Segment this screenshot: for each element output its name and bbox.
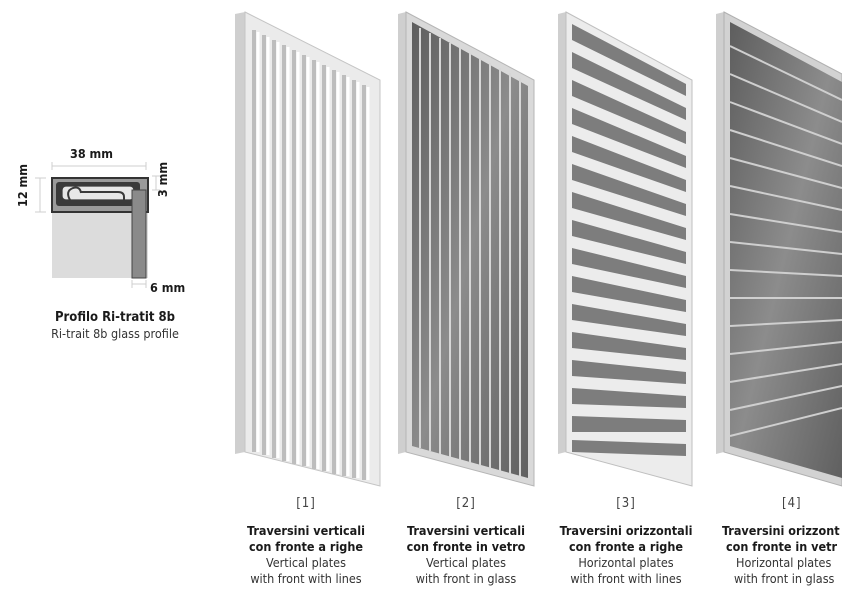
- width-dimension-label: 38 mm: [70, 146, 113, 161]
- panels-illustration: [235, 11, 842, 487]
- panel-1-vertical-white: [235, 11, 381, 487]
- panel-1-number: [1]: [296, 496, 316, 511]
- profile-section: 38 mm 12 mm 3 mm 6 mm Profilo Ri-tratit …: [0, 0, 230, 360]
- panel-3-title-en-2: with front with lines: [570, 571, 682, 586]
- panel-4-title-en: Horizontal plates: [736, 555, 832, 570]
- panel-3-number: [3]: [616, 496, 636, 511]
- panel-4-title-it: Traversini orizzont: [722, 523, 840, 538]
- panel-2-number: [2]: [456, 496, 476, 511]
- profile-title: Profilo Ri-tratit 8b: [54, 310, 176, 325]
- panel-3-title-it: Traversini orizzontali: [559, 523, 693, 538]
- panel-1-title-it-2: con fronte a righe: [249, 539, 363, 554]
- panel-2-caption: [2] Traversini verticali con fronte in v…: [395, 496, 537, 587]
- panel-2-title-it-2: con fronte in vetro: [406, 539, 526, 554]
- panel-4-number: [4]: [782, 496, 802, 511]
- panel-2-title-en: Vertical plates: [426, 555, 506, 570]
- glass-dimension-label: 6 mm: [150, 280, 186, 295]
- panel-3-horizontal-white: [558, 11, 693, 487]
- panel-3-title-en: Horizontal plates: [578, 555, 674, 570]
- panel-2-title-en-2: with front in glass: [415, 571, 517, 586]
- panel-3-title-it-2: con fronte a righe: [569, 539, 683, 554]
- panel-4-title-it-2: con fronte in vetr: [726, 539, 838, 554]
- panel-4-caption: [4] Traversini orizzont con fronte in ve…: [722, 496, 842, 587]
- panel-2-title-it: Traversini verticali: [407, 523, 525, 538]
- panel-3-caption: [3] Traversini orizzontali con fronte a …: [555, 496, 697, 587]
- profile-caption: Profilo Ri-tratit 8b Ri-trait 8b glass p…: [0, 310, 230, 341]
- panel-1-caption: [1] Traversini verticali con fronte a ri…: [235, 496, 377, 587]
- profile-drawing: [35, 162, 160, 288]
- panel-2-vertical-glass: [398, 11, 535, 487]
- panel-1-title-en-2: with front with lines: [250, 571, 362, 586]
- panel-4-title-en-2: with front in glass: [734, 571, 835, 586]
- panel-1-title-it: Traversini verticali: [247, 523, 365, 538]
- panel-4-horizontal-glass: [716, 11, 842, 487]
- panel-1-title-en: Vertical plates: [266, 555, 346, 570]
- profile-subtitle: Ri-trait 8b glass profile: [51, 326, 179, 341]
